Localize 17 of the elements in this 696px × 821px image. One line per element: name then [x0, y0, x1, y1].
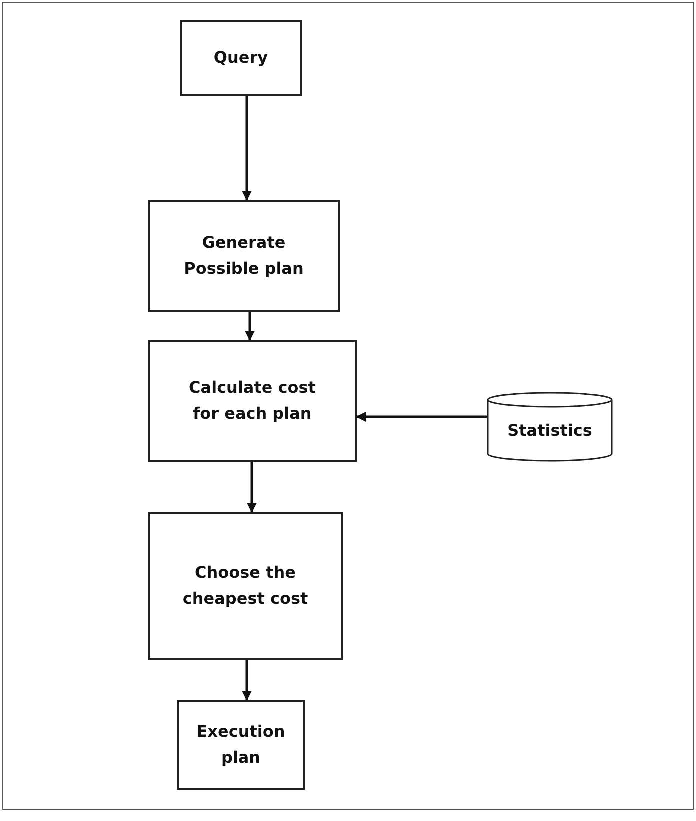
process-box: [180, 20, 302, 96]
node-label: Execution plan: [196, 721, 286, 769]
database-cylinder: [487, 392, 613, 462]
arrow: [247, 462, 257, 513]
node-label: Query: [212, 47, 270, 69]
process-box: [177, 700, 305, 790]
arrow: [245, 312, 255, 341]
node-label: Calculate cost for each plan: [188, 377, 317, 425]
process-box: [148, 340, 357, 462]
arrow: [242, 96, 252, 201]
node-label: Generate Possible plan: [183, 232, 305, 280]
arrow: [356, 412, 487, 422]
process-box: [148, 200, 340, 312]
process-box: [148, 512, 343, 660]
node-label: Statistics: [506, 420, 594, 442]
node-label: Choose the cheapest cost: [182, 562, 310, 610]
arrow: [242, 660, 252, 701]
